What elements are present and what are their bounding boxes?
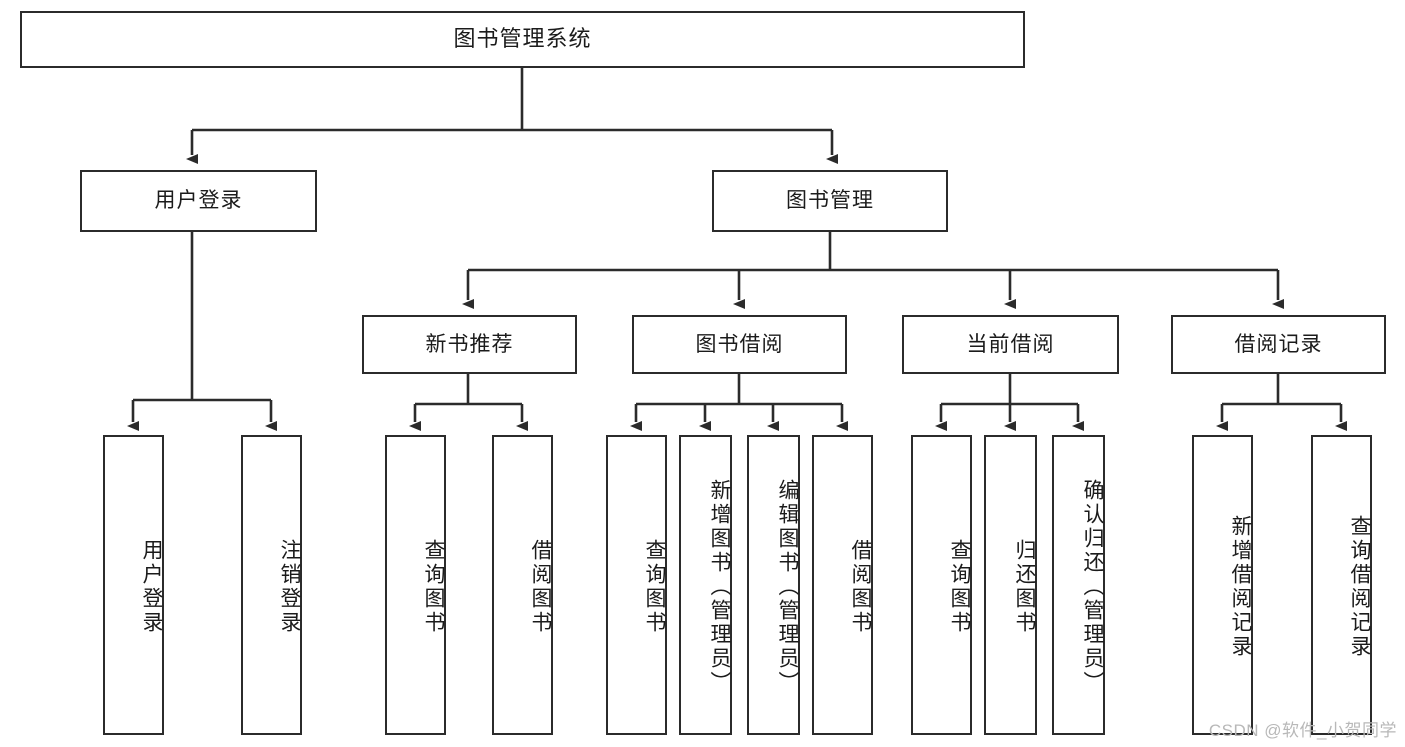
node-leaf-confirm-return[interactable]: 确认归还（管理员） xyxy=(1052,435,1105,735)
watermark: CSDN @软件_小贺同学 xyxy=(1208,721,1397,740)
node-leaf-edit-book[interactable]: 编辑图书（管理员） xyxy=(747,435,800,735)
node-leaf-borrow-book-1[interactable]: 借阅图书 xyxy=(492,435,553,735)
node-leaf-borrow-book-2-label: 借阅图书 xyxy=(849,539,872,635)
node-leaf-query-book-1[interactable]: 查询图书 xyxy=(385,435,446,735)
node-new-book-recommend[interactable]: 新书推荐 xyxy=(362,315,577,374)
node-leaf-user-login-label: 用户登录 xyxy=(140,539,163,635)
node-leaf-user-login[interactable]: 用户登录 xyxy=(103,435,164,735)
node-leaf-confirm-return-label: 确认归还（管理员） xyxy=(1081,479,1104,695)
node-leaf-add-record[interactable]: 新增借阅记录 xyxy=(1192,435,1253,735)
node-user-login[interactable]: 用户登录 xyxy=(80,170,317,232)
node-leaf-query-book-1-label: 查询图书 xyxy=(422,539,445,635)
node-leaf-user-logout-label: 注销登录 xyxy=(278,539,301,635)
node-leaf-user-logout[interactable]: 注销登录 xyxy=(241,435,302,735)
node-borrow-record[interactable]: 借阅记录 xyxy=(1171,315,1386,374)
node-leaf-query-record-label: 查询借阅记录 xyxy=(1348,515,1371,659)
node-leaf-query-book-3-label: 查询图书 xyxy=(948,539,971,635)
node-leaf-return-book[interactable]: 归还图书 xyxy=(984,435,1037,735)
node-leaf-query-book-2[interactable]: 查询图书 xyxy=(606,435,667,735)
node-leaf-query-book-3[interactable]: 查询图书 xyxy=(911,435,972,735)
node-book-borrow[interactable]: 图书借阅 xyxy=(632,315,847,374)
node-current-borrow[interactable]: 当前借阅 xyxy=(902,315,1119,374)
node-leaf-borrow-book-1-label: 借阅图书 xyxy=(529,539,552,635)
node-root[interactable]: 图书管理系统 xyxy=(20,11,1025,68)
node-leaf-query-record[interactable]: 查询借阅记录 xyxy=(1311,435,1372,735)
node-leaf-return-book-label: 归还图书 xyxy=(1013,539,1036,635)
node-book-manage[interactable]: 图书管理 xyxy=(712,170,948,232)
node-leaf-borrow-book-2[interactable]: 借阅图书 xyxy=(812,435,873,735)
node-leaf-edit-book-label: 编辑图书（管理员） xyxy=(776,479,799,695)
node-leaf-query-book-2-label: 查询图书 xyxy=(643,539,666,635)
node-leaf-add-book-label: 新增图书（管理员） xyxy=(708,479,731,695)
node-leaf-add-book[interactable]: 新增图书（管理员） xyxy=(679,435,732,735)
node-leaf-add-record-label: 新增借阅记录 xyxy=(1229,515,1252,659)
